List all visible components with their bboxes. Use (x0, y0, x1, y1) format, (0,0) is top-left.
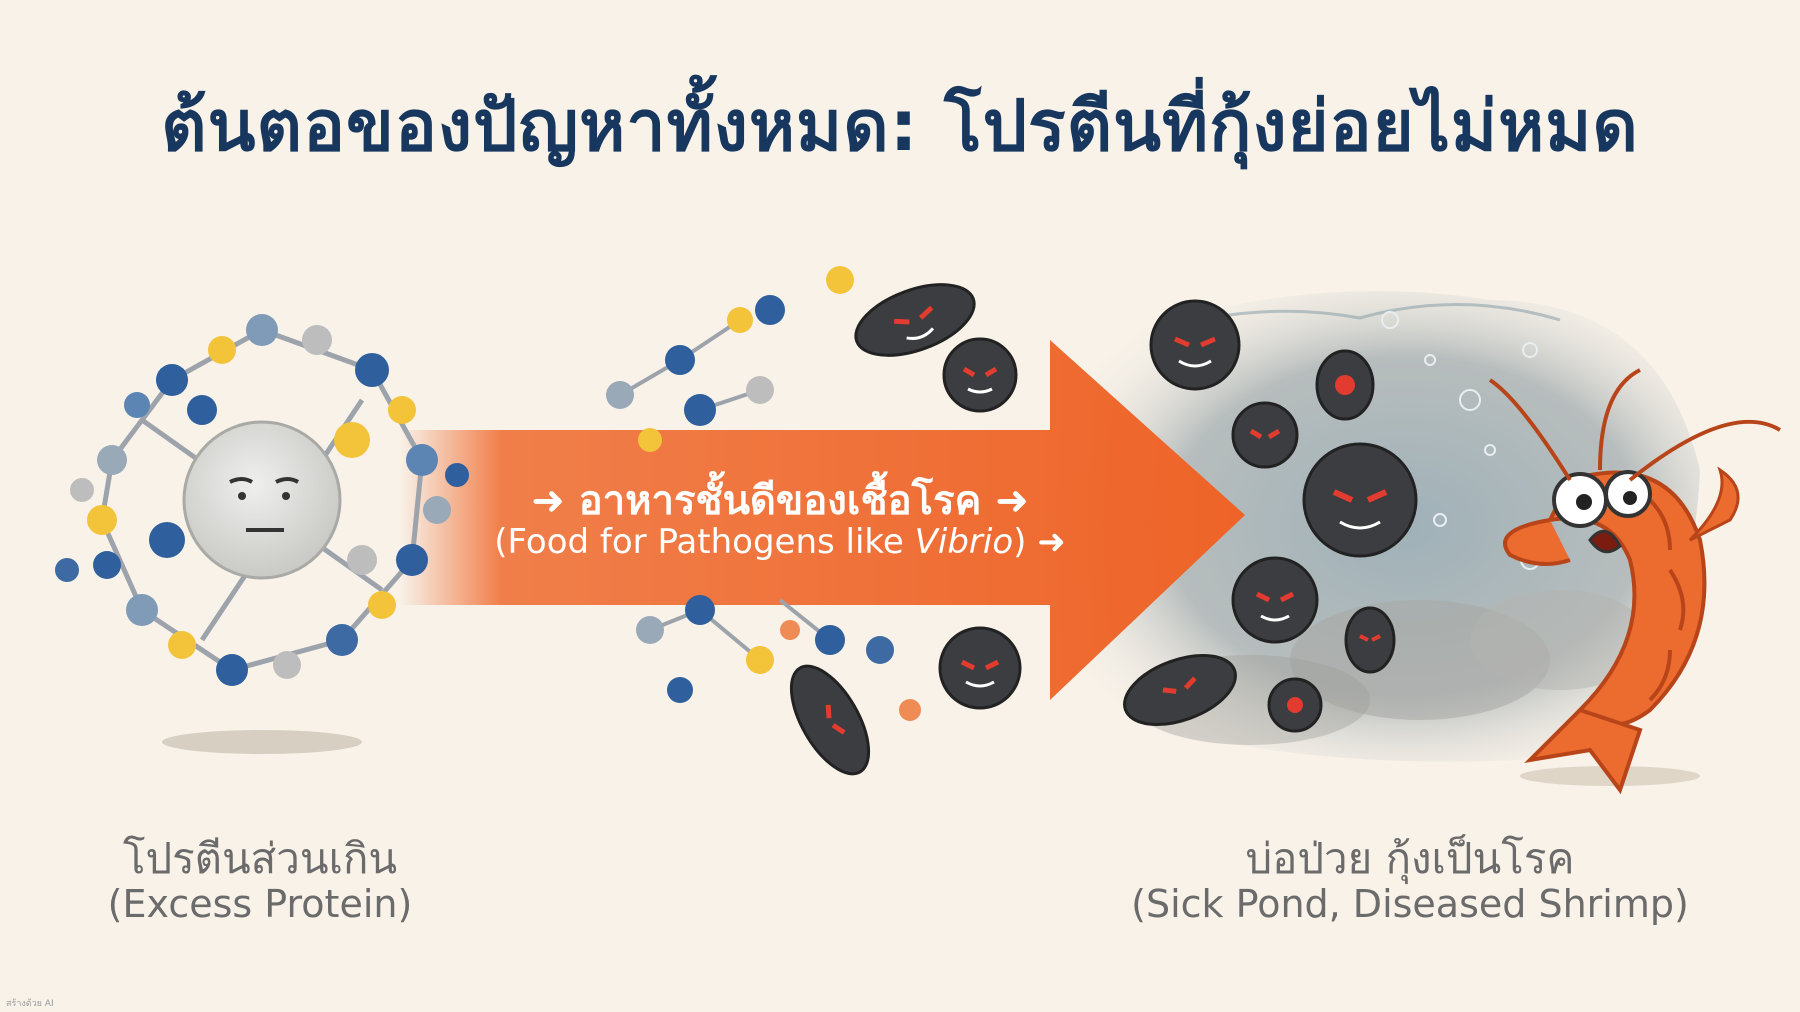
arrow-label-english: (Food for Pathogens like Vibrio) ➜ (430, 522, 1130, 562)
protein-fragments (606, 266, 921, 721)
pathogen-bacteria-icon (789, 283, 1022, 776)
protein-shadow (162, 730, 362, 754)
arrow-label-suffix: ) ➜ (1013, 522, 1066, 562)
ai-watermark: สร้างด้วย AI (6, 999, 54, 1009)
protein-cluster-icon (55, 314, 469, 686)
arrow-label-thai: ➜ อาหารชั้นดีของเชื้อโรค ➜ (531, 478, 1029, 524)
excess-protein-caption-thai: โปรตีนส่วนเกิน (122, 834, 398, 883)
flow-arrow (400, 340, 1245, 700)
arrow-label-vibrio: Vibrio (914, 522, 1014, 562)
shrimp-icon (1488, 368, 1782, 795)
pond-pathogens (1123, 299, 1418, 733)
sick-pond-caption-english: (Sick Pond, Diseased Shrimp) (1131, 882, 1689, 926)
arrow-label-prefix: (Food for Pathogens like (494, 522, 915, 562)
excess-protein-caption-english: (Excess Protein) (107, 882, 413, 926)
sick-pond-caption-thai: บ่อป่วย กุ้งเป็นโรค (1245, 834, 1575, 883)
page-title: ต้นตอของปัญหาทั้งหมด: โปรตีนที่กุ้งย่อยไ… (161, 85, 1639, 167)
